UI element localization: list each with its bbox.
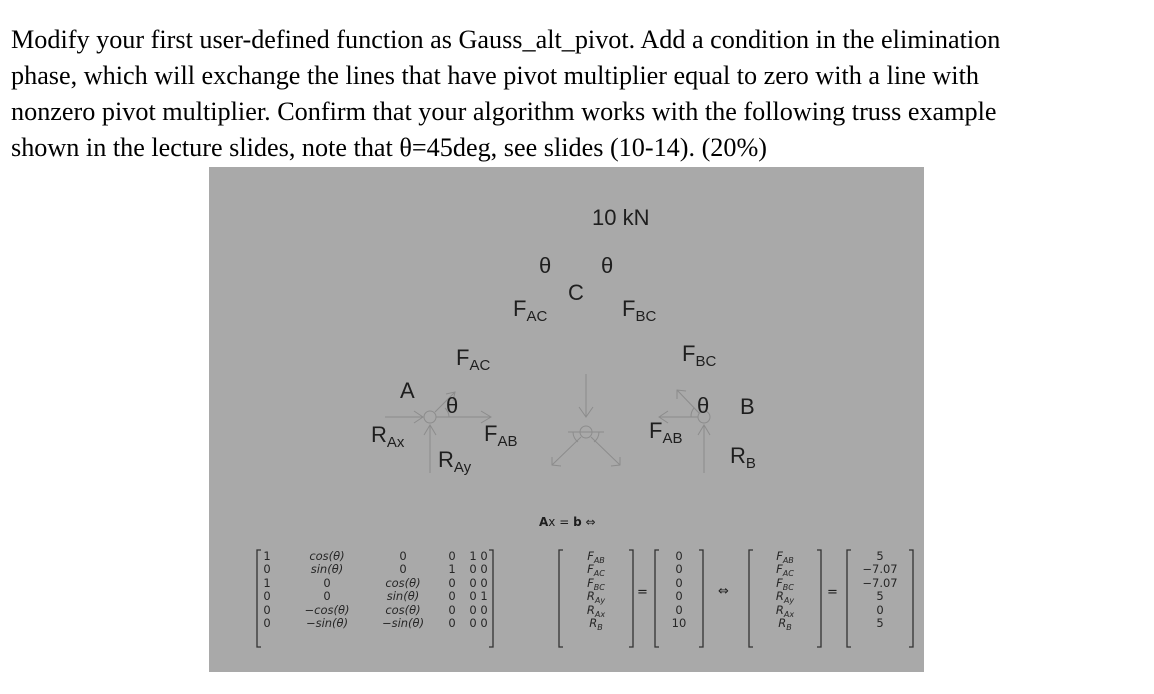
- force-fab-a: FAB: [484, 421, 518, 450]
- force-fab-b: FAB: [649, 418, 683, 447]
- b-vector: 0 0 0 0 0 10: [671, 549, 687, 630]
- unknowns-vector: FAB FAC FBC RAy RAx RB: [586, 549, 606, 632]
- theta-b: θ: [697, 393, 710, 418]
- force-fbc-b: FBC: [682, 341, 717, 370]
- node-c-label: C: [568, 280, 584, 305]
- theta-c-left: θ: [539, 253, 552, 278]
- question-line-2: phase, which will exchange the lines tha…: [11, 61, 979, 90]
- question-line-4: shown in the lecture slides, note that θ…: [11, 133, 768, 162]
- reaction-rax: RAx: [371, 422, 405, 451]
- force-arrows-diagram: [256, 374, 914, 648]
- force-fac-a: FAC: [456, 345, 491, 374]
- node-a-label: A: [400, 378, 415, 403]
- reaction-rb: RB: [730, 443, 756, 472]
- unknowns-vector-2: FAB FAC FBC RAy RAx RB: [775, 549, 795, 632]
- force-fac-c: FAC: [513, 296, 548, 325]
- question-text: Modify your first user-defined function …: [11, 22, 1151, 166]
- matrix-a: 1 0 1 0 0 0 cos(θ) sin(θ) 0 0 −cos(θ) −s…: [263, 549, 488, 630]
- force-fbc-c: FBC: [622, 296, 657, 325]
- truss-figure: 10 kN θ θ C FAC FBC FAC A θ RAx FAB RAy …: [209, 167, 924, 672]
- load-label: 10 kN: [592, 205, 650, 230]
- theta-c-right: θ: [601, 253, 614, 278]
- question-line-3: nonzero pivot multiplier. Confirm that y…: [11, 97, 997, 126]
- question-line-1: Modify your first user-defined function …: [11, 25, 1001, 54]
- iff-symbol: ⇔: [718, 584, 729, 599]
- equals-sign-2: =: [827, 585, 838, 600]
- reaction-ray: RAy: [438, 447, 472, 476]
- node-b-label: B: [740, 394, 755, 419]
- theta-a: θ: [446, 393, 459, 418]
- solution-vector: 5 −7.07 −7.07 5 0 5: [862, 549, 898, 630]
- equation-header: Ax = b ⇔: [539, 515, 596, 529]
- equals-sign-1: =: [637, 585, 648, 600]
